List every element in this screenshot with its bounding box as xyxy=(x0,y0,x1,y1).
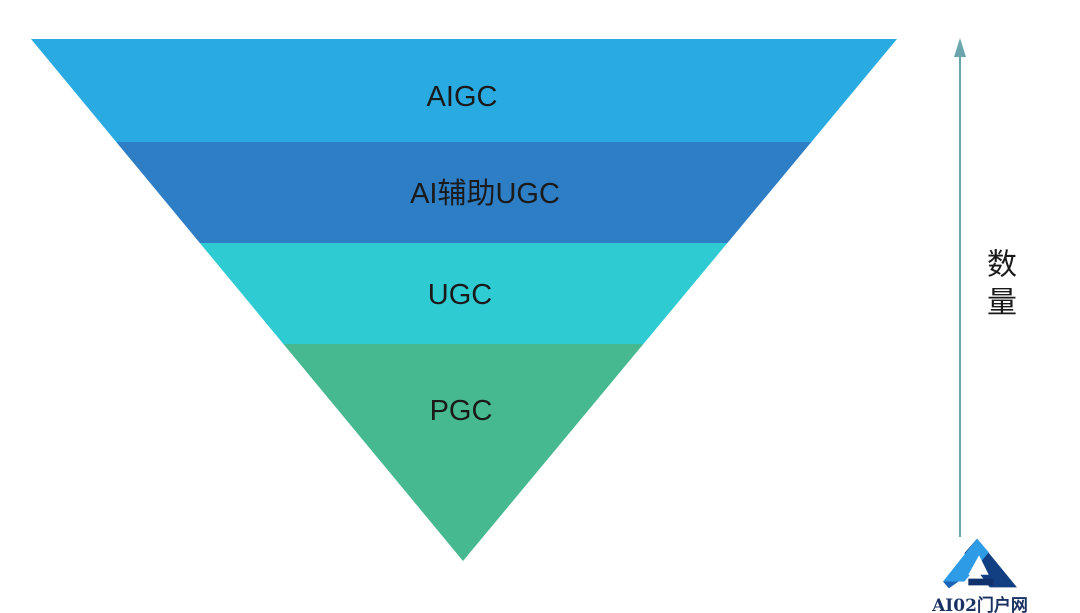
watermark: AI02门户网 xyxy=(930,538,1030,613)
funnel-label-ugc: UGC xyxy=(428,279,492,311)
funnel-label-aigc: AIGC xyxy=(427,81,498,113)
watermark-text: AI02门户网 xyxy=(932,596,1028,613)
quantity-axis-label: 数量 xyxy=(981,248,1016,324)
logo-crossbar xyxy=(968,578,994,586)
funnel-layer-pgc xyxy=(31,344,897,561)
funnel-label-pgc: PGC xyxy=(430,395,493,427)
logo-left-limb xyxy=(943,538,989,582)
quantity-axis-arrow xyxy=(954,38,966,537)
funnel-layer-aigc xyxy=(31,39,897,142)
ai02-logo-icon xyxy=(943,538,1017,589)
arrow-head-icon xyxy=(954,38,966,57)
funnel-label-ai-assisted-ugc: AI辅助UGC xyxy=(410,177,560,210)
logo-left-swoosh xyxy=(943,581,959,589)
logo-counter xyxy=(968,555,989,575)
